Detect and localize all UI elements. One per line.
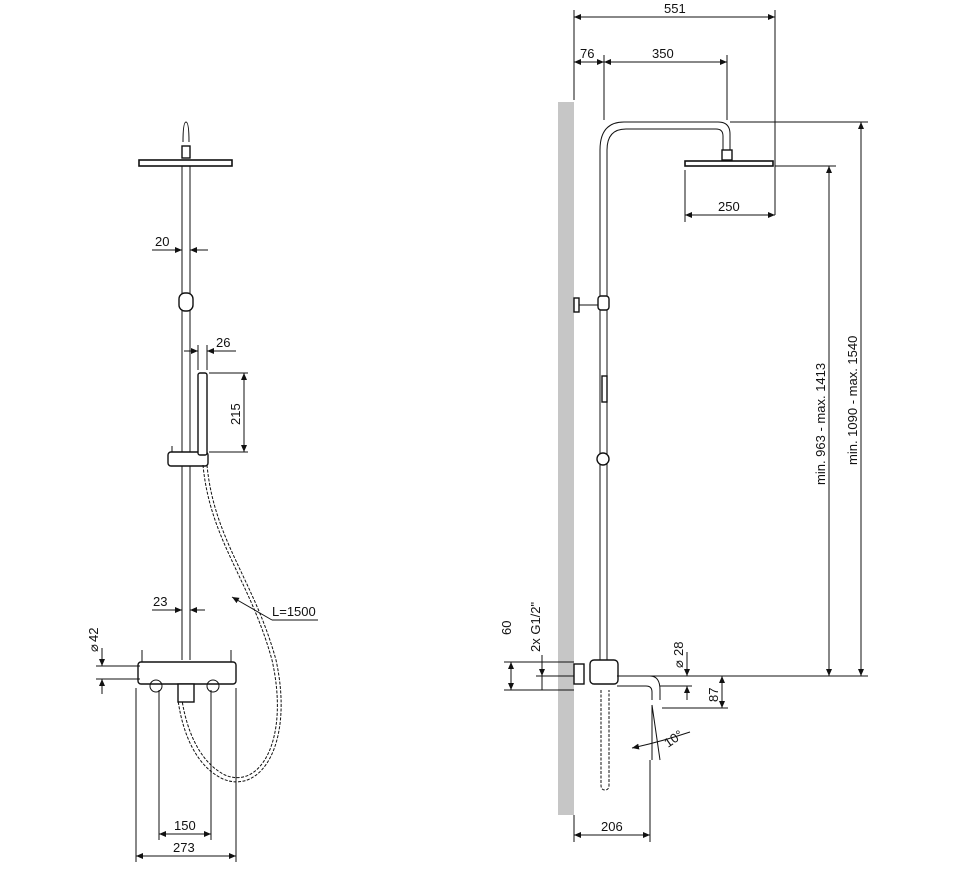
dim-spout-angle: 10° [661, 727, 686, 751]
dim-spout-height: 87 [706, 688, 721, 702]
hand-shower-side [601, 375, 608, 403]
hose-outer [177, 464, 282, 783]
dim-wall-dist: 76 [580, 46, 594, 61]
dim-center-spacing: 150 [174, 818, 196, 833]
dim-spout-reach: 206 [601, 819, 623, 834]
slider-side [596, 452, 610, 466]
rain-head-plate [138, 159, 233, 167]
hose-side [600, 690, 610, 791]
dim-outlet-dia-symbol: ⌀ [86, 644, 101, 652]
dim-hose-length: L=1500 [272, 604, 316, 619]
rain-head-joint [181, 145, 191, 159]
rain-head-side [684, 160, 774, 167]
dim-head-dia: 250 [718, 199, 740, 214]
dim-height-range-a: min. 963 - max. 1413 [813, 363, 828, 485]
dim-arm-len: 350 [652, 46, 674, 61]
side-view: 551 76 350 250 min. 963 - max. 1413 min.… [499, 1, 868, 842]
dim-conn-height: 60 [499, 621, 514, 635]
wall-bracket-plate [573, 297, 580, 313]
angle-arc [631, 731, 691, 750]
hose [181, 464, 278, 779]
hose-leader [231, 596, 273, 621]
bath-spout-inner [617, 685, 653, 700]
bath-spout-side [617, 675, 661, 700]
angle-line [651, 704, 661, 761]
dim-height-range-b: min. 1090 - max. 1540 [845, 336, 860, 465]
dim-shower-offset: 26 [216, 335, 230, 350]
riser-coupling [178, 292, 194, 312]
handshower-slider [167, 451, 209, 467]
dim-pipe-dia: 20 [155, 234, 169, 249]
dim-outlet-dia: 42 [86, 628, 101, 642]
bracket-clamp [597, 295, 610, 311]
dim-mixer-width: 273 [173, 840, 195, 855]
dim-connections: 2x G1/2" [528, 601, 543, 652]
mixer-connection-left [149, 679, 163, 693]
hand-shower [197, 372, 208, 456]
dim-lower-pipe: 23 [153, 594, 167, 609]
dim-total-reach: 551 [664, 1, 686, 16]
bath-spout-front [177, 683, 195, 703]
dim-spout-dia: 28 [671, 642, 686, 656]
wall-connection [573, 663, 585, 685]
shower-arm-inner [606, 128, 724, 151]
front-view: 20 26 215 23 ⌀ 42 L=1500 150 [86, 121, 318, 862]
rain-head-joint-side [721, 149, 733, 161]
rain-head-neck [182, 121, 190, 143]
shower-arm-outer [599, 121, 731, 151]
dim-handshower-len: 215 [228, 403, 243, 425]
mixer-connection-right [206, 679, 220, 693]
dim-spout-dia-symbol: ⌀ [671, 660, 686, 668]
mixer-side [589, 659, 619, 685]
wall [558, 102, 574, 815]
